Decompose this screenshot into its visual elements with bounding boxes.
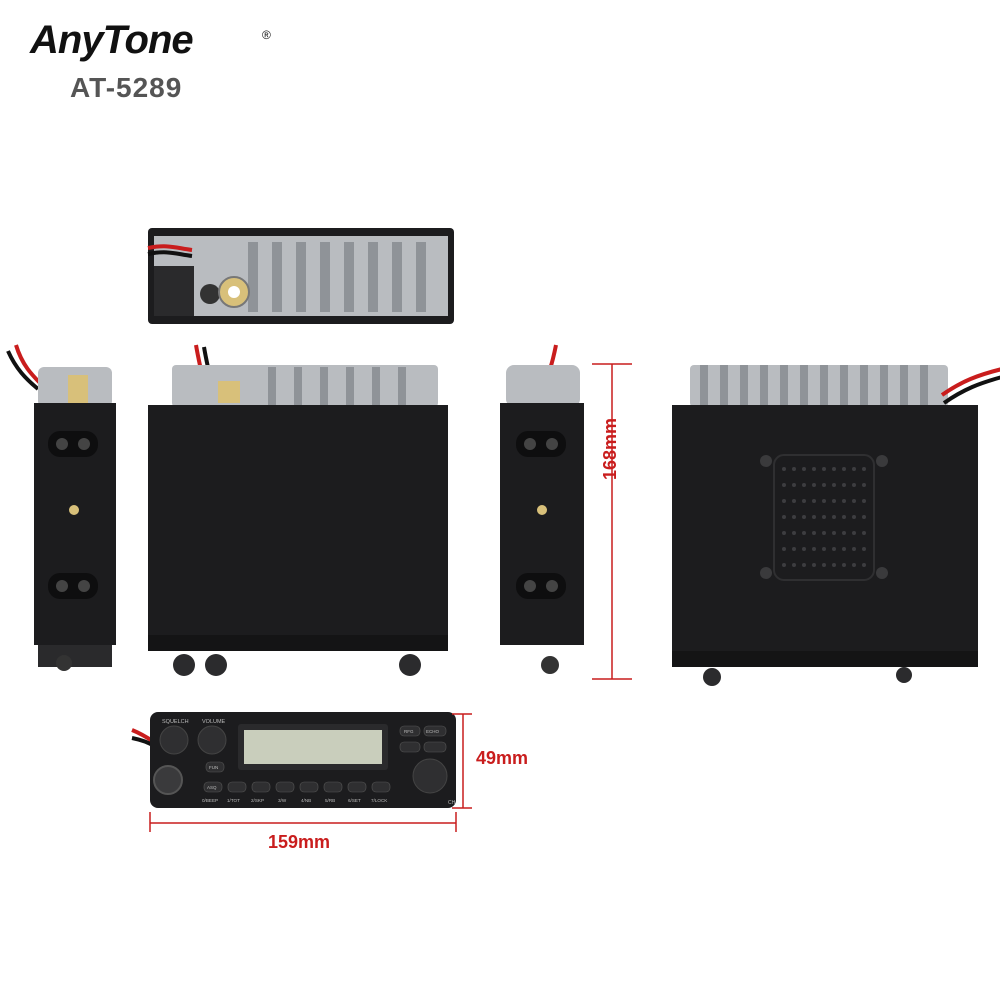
key-label-4: 4/NB [301, 798, 311, 803]
mic-connector [153, 765, 183, 795]
brand-logo: AnyTone ® [30, 18, 271, 68]
asq-label: ASQ [207, 785, 217, 790]
key-label-1: 1/TOT [227, 798, 240, 803]
height-dimension-label: 49mm [476, 748, 529, 768]
bottom-view [672, 365, 1000, 686]
logo-text: AnyTone [30, 18, 194, 62]
right-side-view [500, 344, 584, 674]
top-view [148, 344, 448, 676]
key-6[interactable] [347, 781, 367, 793]
key-label-2: 2/SKP [251, 798, 264, 803]
key-label-0: 0/BEEP [202, 798, 218, 803]
key-3[interactable] [275, 781, 295, 793]
rear-view [147, 228, 454, 324]
button-echo[interactable] [423, 725, 447, 737]
key-2[interactable] [251, 781, 271, 793]
button-rfg[interactable] [399, 725, 421, 737]
key-7[interactable] [371, 781, 391, 793]
echo-label: ECHO [426, 729, 440, 734]
front-panel-view: SQUELCH VOLUME RFG ECHO FUN CH ASQ 0/BEE… [131, 712, 456, 808]
button-right[interactable] [423, 741, 447, 753]
left-side-view [6, 344, 116, 671]
key-4[interactable] [299, 781, 319, 793]
rfg-label: RFG [404, 729, 414, 734]
registered-mark: ® [262, 28, 271, 42]
button-fun[interactable] [205, 761, 225, 773]
key-0[interactable] [203, 781, 223, 793]
key-label-6: 6/SET [348, 798, 361, 803]
key-5[interactable] [323, 781, 343, 793]
fun-label: FUN [209, 765, 218, 770]
volume-knob[interactable] [197, 725, 227, 755]
ch-label: CH [448, 800, 456, 806]
channel-knob[interactable] [412, 758, 448, 794]
key-1[interactable] [227, 781, 247, 793]
key-label-7: 7/LOCK [371, 798, 388, 803]
squelch-knob[interactable] [159, 725, 189, 755]
button-left[interactable] [399, 741, 421, 753]
key-label-5: 5/RB [325, 798, 335, 803]
width-dimension-label: 159mm [268, 832, 331, 852]
volume-label: VOLUME [202, 719, 226, 725]
model-number: AT-5289 [70, 72, 183, 103]
squelch-label: SQUELCH [162, 719, 189, 725]
lcd-display [244, 730, 382, 764]
depth-dimension-label: 168mm [600, 417, 620, 480]
key-label-3: 3/W [278, 798, 287, 803]
